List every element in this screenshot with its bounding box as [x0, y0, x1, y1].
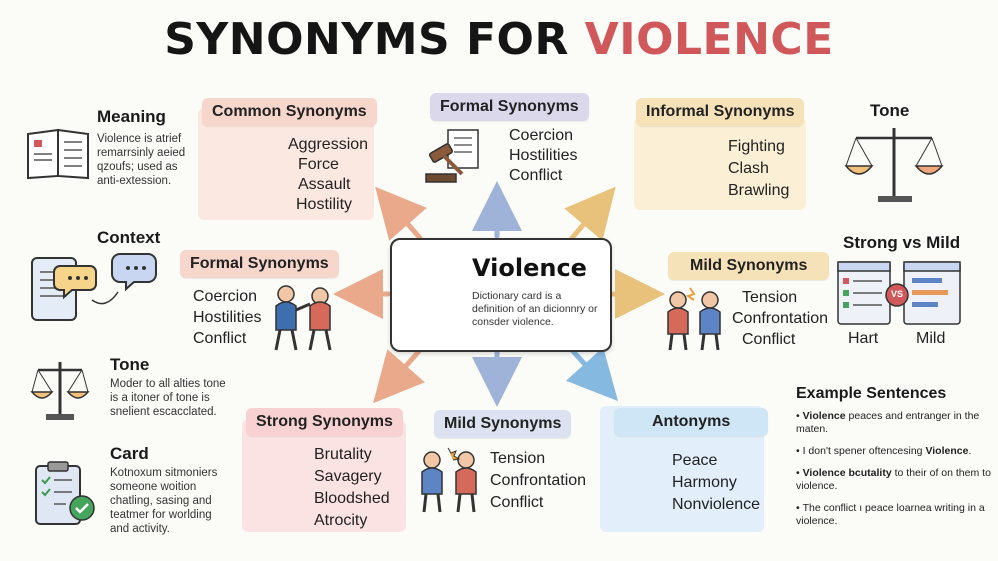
antonyms-tag: Antonyms — [614, 408, 769, 436]
example-sentence: • Violence bcutality to their of on them… — [796, 467, 991, 492]
title-accent: VIOLENCE — [584, 14, 834, 65]
strong-vs-mild-header: Strong vs Mild — [843, 233, 961, 252]
example-rest: . — [968, 445, 972, 457]
synonym-word: Tension — [742, 289, 798, 306]
synonym-word: Hostility — [296, 196, 353, 213]
synonym-word: Hostilities — [509, 147, 578, 164]
antonym-word: Peace — [672, 452, 718, 469]
synonym-word: Force — [298, 156, 339, 173]
synonym-word: Clash — [728, 160, 769, 177]
formal-synonyms-tag-left: Formal Synonyms — [180, 250, 339, 278]
synonym-word: Coercion — [193, 288, 258, 305]
tone-header-left: Tone — [110, 355, 150, 374]
vs-badge: VS — [890, 289, 903, 299]
conflict-people-icon — [421, 447, 477, 513]
synonym-word: Assault — [298, 176, 351, 193]
synonym-word: Aggression — [288, 136, 369, 153]
comparison-cards-icon — [837, 261, 961, 325]
informal-synonyms-list: Fighting Clash Brawling — [728, 136, 789, 202]
example-sentence: • The conflict ı peace loarnea writing i… — [796, 502, 985, 527]
synonym-word: Conflict — [490, 494, 544, 511]
example-pre: The conflict ı peace loarnea writing in … — [796, 502, 985, 527]
arrow-informal — [564, 186, 616, 241]
synonym-word: Confrontation — [490, 472, 587, 489]
formal-synonyms-list-top: Coercion Hostilities Conflict — [509, 126, 577, 186]
open-book-icon — [27, 128, 89, 180]
common-synonyms-tag: Common Synonyms — [202, 98, 377, 126]
example-rest: to their of on them to violence. — [796, 467, 991, 492]
synonym-word: Hostilities — [193, 309, 262, 326]
connector-arrows — [333, 181, 665, 407]
card-header: Card — [110, 444, 149, 463]
common-synonyms-panel — [198, 108, 374, 220]
synonym-word: Conflict — [193, 330, 247, 347]
context-header: Context — [97, 228, 161, 247]
example-bold: Violence bcutality — [802, 467, 892, 479]
tone-header-right: Tone — [870, 101, 910, 120]
example-bold: Violence — [802, 410, 846, 422]
synonym-word: Bloodshed — [314, 490, 390, 507]
example-bold: Violence — [925, 445, 969, 457]
synonym-word: Brawling — [728, 182, 790, 199]
arrow-strong — [373, 347, 425, 404]
clipboard-checklist-icon — [35, 461, 95, 525]
formal-synonyms-list-left: Coercion Hostilities Conflict — [193, 286, 261, 349]
mild-synonyms-list-bottom: Tension Confrontation Conflict — [490, 448, 586, 514]
synonym-word: Atrocity — [314, 512, 368, 529]
mild-synonyms-list-right: Tension Confrontation Conflict — [732, 287, 828, 350]
antonym-word: Harmony — [672, 474, 737, 491]
formal-synonyms-tag-top: Formal Synonyms — [430, 93, 589, 121]
title-prefix: SYNONYMS FOR — [164, 14, 585, 65]
balance-scale-icon — [30, 362, 90, 420]
synonym-word: Coercion — [509, 127, 574, 144]
synonym-word: Savagery — [314, 468, 382, 485]
strong-synonyms-tag: Strong Synonyms — [246, 408, 403, 436]
common-synonyms-list: Aggression Force Assault Hostility — [288, 135, 368, 215]
meaning-text: Violence is atrief remarrsinly aeied qzo… — [97, 133, 186, 187]
mild-synonyms-tag-right: Mild Synonyms — [668, 252, 830, 280]
card-text: Kotnoxum sitmoniers someone woition chat… — [110, 467, 218, 535]
gavel-icon — [425, 129, 479, 183]
meaning-header: Meaning — [97, 107, 166, 126]
example-rest: peaces and entranger in the maten. — [796, 410, 980, 435]
page-title: SYNONYMS FOR VIOLENCE — [0, 14, 998, 65]
context-tablet-icon — [31, 253, 157, 321]
example-sentences-header: Example Sentences — [796, 385, 947, 402]
center-definition-card — [390, 238, 612, 352]
antonym-word: Nonviolence — [672, 496, 761, 513]
example-pre: I don't spener oftencesing — [802, 445, 926, 457]
strong-synonyms-panel — [242, 420, 406, 532]
tone-text-left: Moder to all alties tone is a itoner of … — [110, 378, 226, 418]
example-sentences-list: • Violence peaces and entranger in the m… — [796, 410, 996, 537]
informal-synonyms-tag: Informal Synonyms — [636, 98, 805, 126]
arrow-antonyms — [566, 347, 619, 402]
synonym-word: Confrontation — [732, 310, 829, 327]
arrow-common — [375, 186, 427, 241]
strong-synonyms-list: Brutality Savagery Bloodshed Atrocity — [314, 444, 390, 532]
tension-people-icon — [667, 287, 721, 351]
fighting-people-icon — [274, 285, 332, 351]
informal-synonyms-panel — [634, 118, 806, 210]
example-sentence: • Violence peaces and entranger in the m… — [796, 410, 980, 435]
antonyms-list: Peace Harmony Nonviolence — [672, 450, 760, 516]
mild-synonyms-tag-bottom: Mild Synonyms — [434, 410, 572, 438]
center-description: Dictionary card is a definition of an di… — [472, 290, 598, 328]
mild-label: Mild — [916, 330, 946, 347]
synonym-word: Fighting — [728, 138, 785, 155]
dictionary-book-label: Dictionary — [414, 286, 454, 295]
example-sentence: • I don't spener oftencesing Violence. — [796, 445, 972, 457]
balance-scale-icon-right — [844, 128, 944, 202]
synonym-word: Tension — [490, 450, 546, 467]
hart-label: Hart — [848, 330, 879, 347]
synonym-word: Conflict — [509, 167, 563, 184]
synonym-word: Brutality — [314, 446, 372, 463]
synonym-word: Conflict — [742, 331, 796, 348]
center-word: Violence — [472, 254, 587, 282]
